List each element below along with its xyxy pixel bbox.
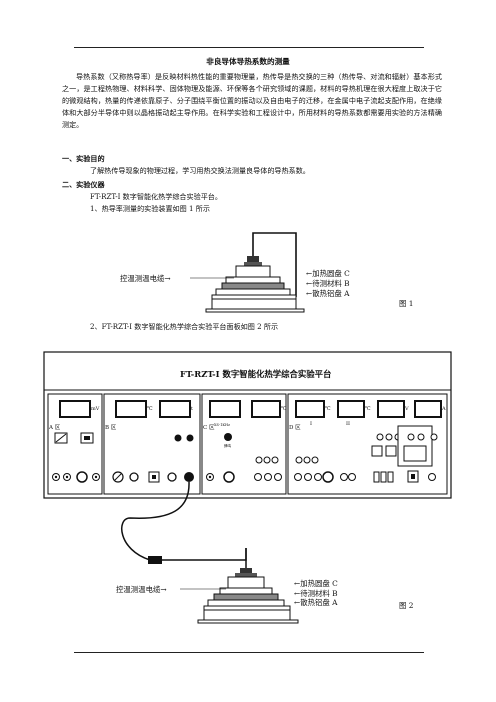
unit-v: V xyxy=(405,406,409,412)
fig2-label-sample: ←待测材料 B xyxy=(294,589,338,598)
intro-paragraph: 导热系数（又称热导率）是反映材料热性能的重要物理量，热传导是热交换的三种（热传导… xyxy=(62,71,442,131)
section-2-line-2: 1、热导率测量的实验装置如图 1 所示 xyxy=(90,204,210,213)
fig2-label-aluminum-disc: ←散热铝盘 A xyxy=(294,598,338,607)
zone-d-roman-1: I xyxy=(310,421,312,427)
top-rule xyxy=(74,47,424,48)
unit-celsius-1: ℃ xyxy=(147,406,153,412)
section-2-heading: 二、实验仪器 xyxy=(62,180,105,189)
intro-text: 导热系数（又称热导率）是反映材料热性能的重要物理量，热传导是热交换的三种（热传导… xyxy=(62,72,442,129)
section-1-text: 了解热传导现象的物理过程，学习用热交换法测量良导体的导热系数。 xyxy=(90,166,310,175)
section-1-heading: 一、实验目的 xyxy=(62,154,105,163)
unit-mv: mV xyxy=(91,406,100,412)
zone-c-label: C 区 xyxy=(203,425,215,431)
fig1-cable-label: 控温测温电缆→ xyxy=(120,274,171,283)
fig2-label-heating-disc: ←加热圆盘 C xyxy=(294,579,338,588)
panel-title: FT-RZT-I 数字智能化热学综合实验平台 xyxy=(180,369,332,379)
unit-a: A xyxy=(442,406,446,412)
zone-a-label: A 区 xyxy=(49,425,61,431)
unit-t: t xyxy=(191,406,194,412)
zone-c-buzzer-label: 蜂鸣 xyxy=(224,444,231,448)
unit-celsius-2: ℃ xyxy=(281,406,287,412)
zone-d-label: D 区 xyxy=(289,425,301,431)
unit-celsius-4: ℃ xyxy=(365,406,371,412)
bottom-rule xyxy=(74,652,424,653)
fig1-label-aluminum-disc: ←散热铝盘 A xyxy=(306,289,350,298)
zone-c-sublabel: XS-1KHz xyxy=(214,423,230,427)
page-title: 非良导体导热系数的测量 xyxy=(206,57,290,66)
fig2-cable-label: 控温测温电缆→ xyxy=(116,585,167,594)
section-2-line-1: FT-RZT-I 数字智能化热学综合实验平台。 xyxy=(90,192,222,201)
fig1-caption: 图 1 xyxy=(399,299,414,308)
fig2-caption: 图 2 xyxy=(399,601,414,610)
unit-celsius-3: ℃ xyxy=(325,406,331,412)
fig1-label-sample: ←待测材料 B xyxy=(306,279,350,288)
fig1-label-heating-disc: ←加热圆盘 C xyxy=(306,269,350,278)
zone-b-label: B 区 xyxy=(105,425,117,431)
section-2-line-3: 2、FT-RZT-I 数字智能化热学综合实验平台面板如图 2 所示 xyxy=(90,322,279,331)
zone-d-roman-2: II xyxy=(346,421,350,427)
